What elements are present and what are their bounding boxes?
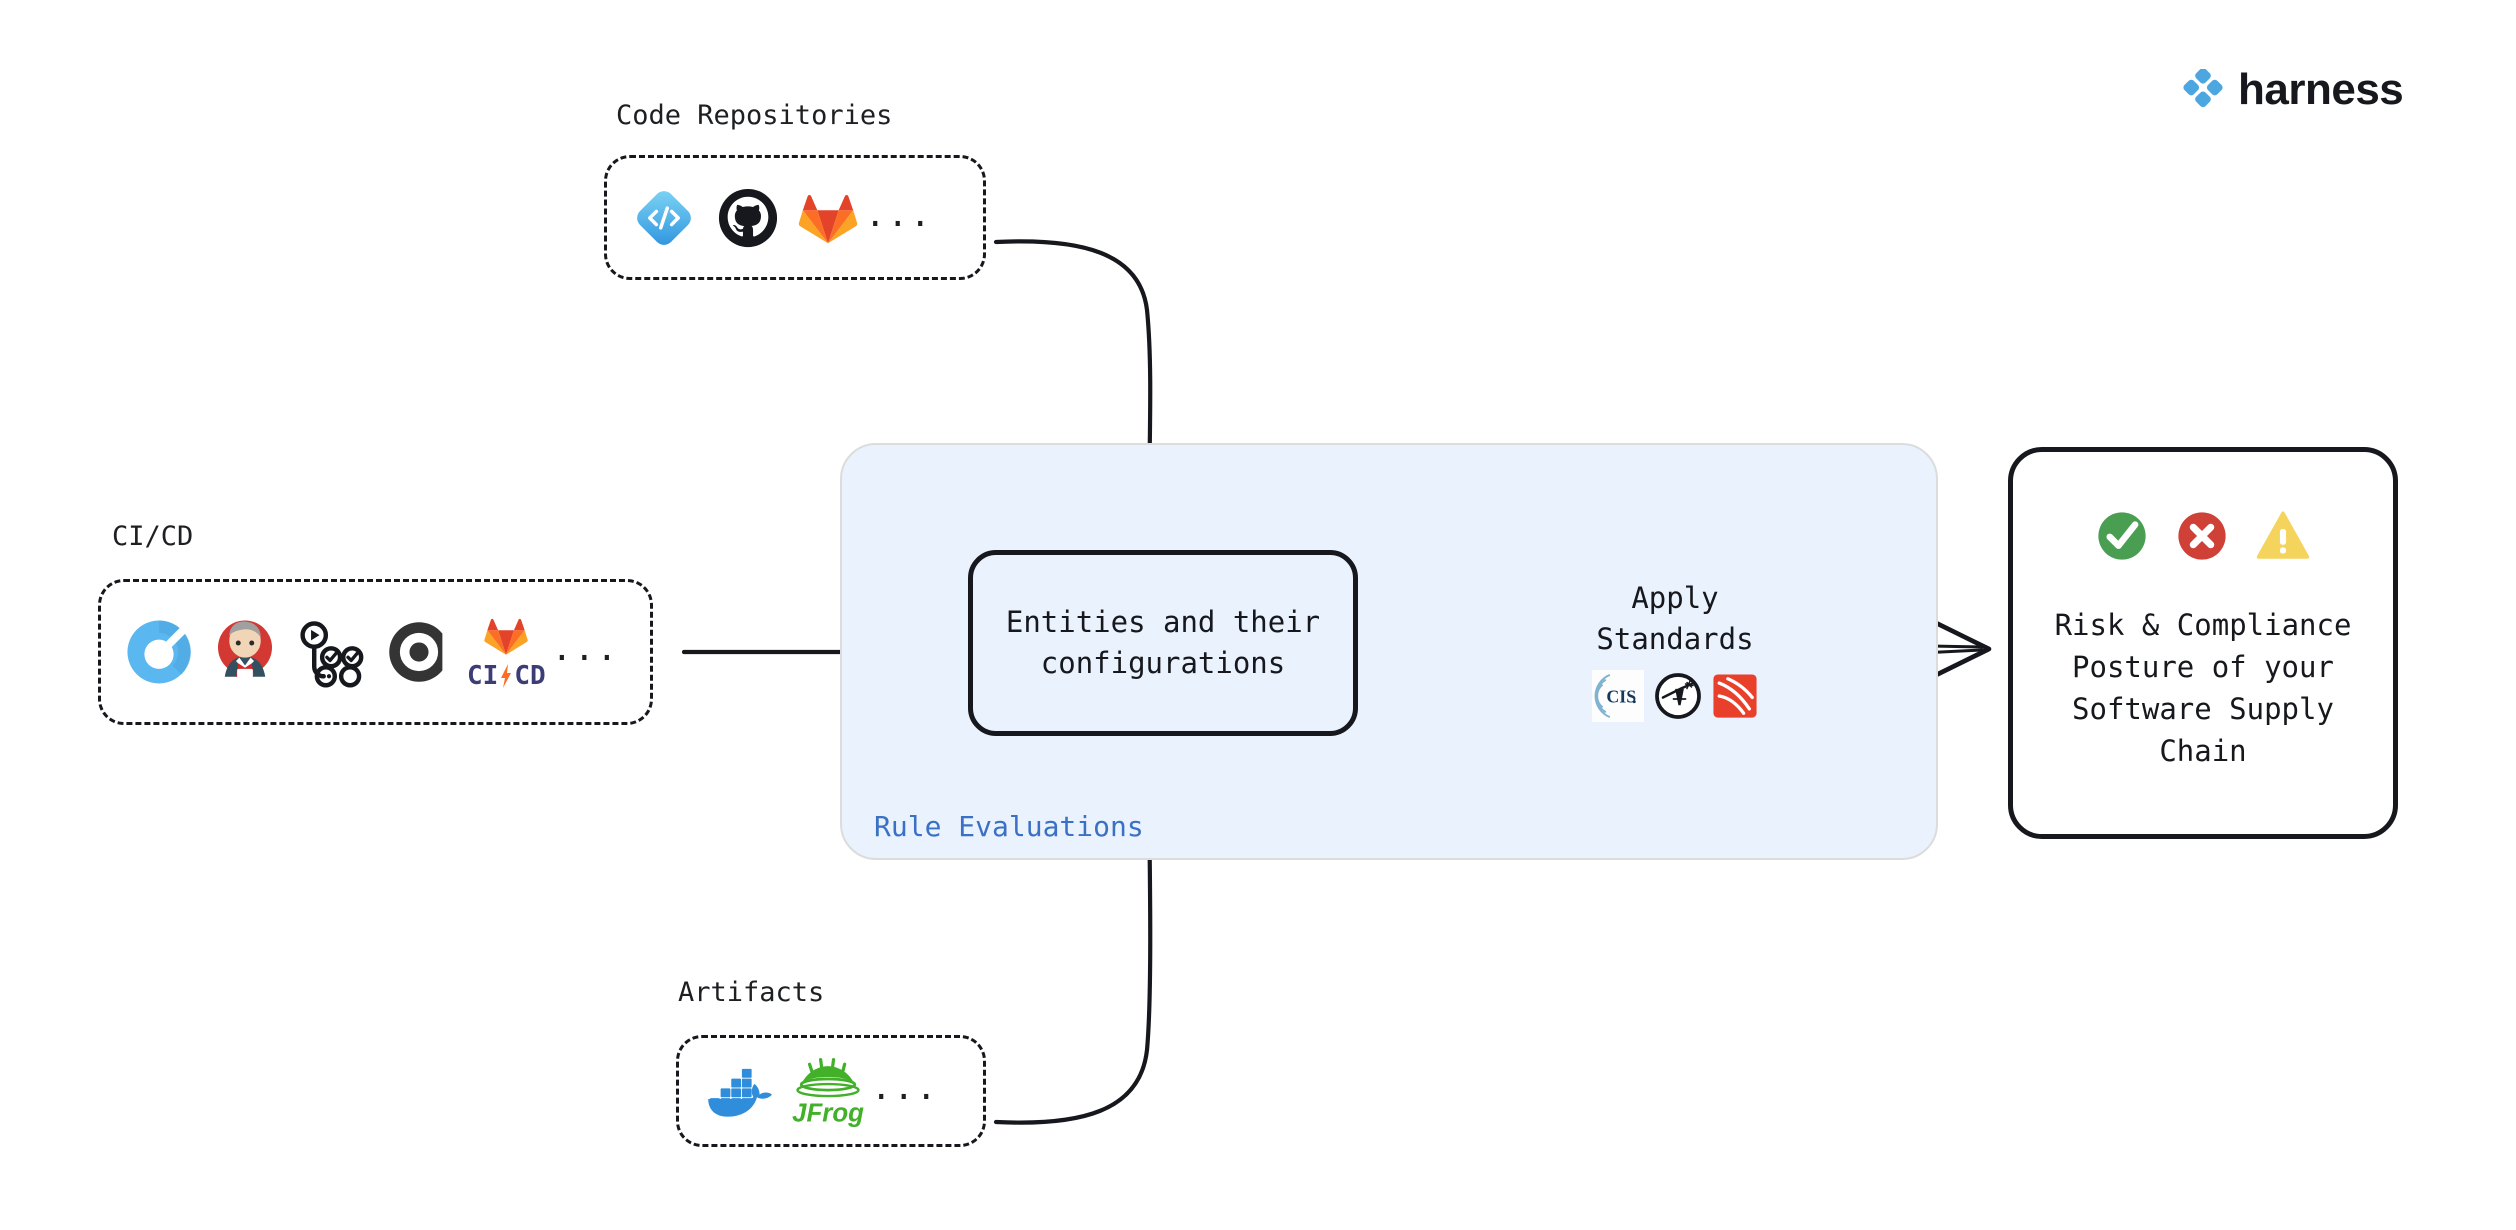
lightning-bolt-icon xyxy=(501,664,512,688)
gitlab-cd-text: CD xyxy=(514,661,546,691)
risk-compliance-text: Risk & Compliance Posture of your Softwa… xyxy=(2054,608,2352,769)
harness-ci-icon[interactable] xyxy=(123,616,195,688)
artifacts-label: Artifacts xyxy=(678,977,825,1008)
github-actions-icon[interactable] xyxy=(291,614,367,690)
code-repositories-group[interactable]: ... xyxy=(604,155,986,280)
gitlab-ci-text: CI xyxy=(467,661,499,691)
standards-icon-row: CIS xyxy=(1495,670,1855,723)
apply-standards-text: Apply Standards xyxy=(1596,581,1754,657)
harness-wordmark: harness xyxy=(2238,65,2404,114)
code-repositories-ellipsis: ... xyxy=(865,194,933,235)
entities-box[interactable]: Entities and their configurations xyxy=(968,550,1358,736)
artifacts-group[interactable]: JFrog ... xyxy=(676,1035,986,1147)
circleci-icon[interactable] xyxy=(385,618,453,686)
artifacts-ellipsis: ... xyxy=(871,1068,939,1108)
gitlab-tanuki-icon xyxy=(484,618,528,655)
harness-code-icon[interactable] xyxy=(629,183,699,253)
ci-cd-group[interactable]: CI CD ... xyxy=(98,579,653,725)
rule-evaluations-label: Rule Evaluations xyxy=(874,810,1144,843)
svg-text:JFrog: JFrog xyxy=(792,1099,864,1127)
slsa-icon[interactable] xyxy=(1654,672,1702,720)
x-circle-icon xyxy=(2178,512,2226,560)
jenkins-icon[interactable] xyxy=(209,616,281,688)
docker-icon[interactable] xyxy=(701,1060,781,1122)
github-icon[interactable] xyxy=(717,187,779,249)
harness-diamond-icon xyxy=(2183,69,2223,108)
status-icon-row xyxy=(2094,508,2312,564)
check-circle-icon xyxy=(2098,512,2146,560)
gitlab-icon[interactable] xyxy=(797,187,859,249)
svg-text:CIS: CIS xyxy=(1606,687,1636,707)
gitlab-cicd-icon[interactable]: CI CD xyxy=(467,613,546,691)
owasp-icon[interactable] xyxy=(1712,673,1758,719)
cis-icon[interactable]: CIS xyxy=(1592,670,1644,723)
harness-logo: harness xyxy=(2182,65,2404,114)
entities-text: Entities and their configurations xyxy=(1005,604,1321,680)
jfrog-icon[interactable]: JFrog xyxy=(791,1055,865,1127)
code-repositories-label: Code Repositories xyxy=(616,100,893,131)
ci-cd-ellipsis: ... xyxy=(551,629,620,669)
risk-compliance-box[interactable]: Risk & Compliance Posture of your Softwa… xyxy=(2008,447,2398,839)
apply-standards-node[interactable]: Apply Standards CIS xyxy=(1495,482,1855,822)
warning-triangle-icon xyxy=(2256,511,2310,559)
ci-cd-label: CI/CD xyxy=(112,521,194,552)
